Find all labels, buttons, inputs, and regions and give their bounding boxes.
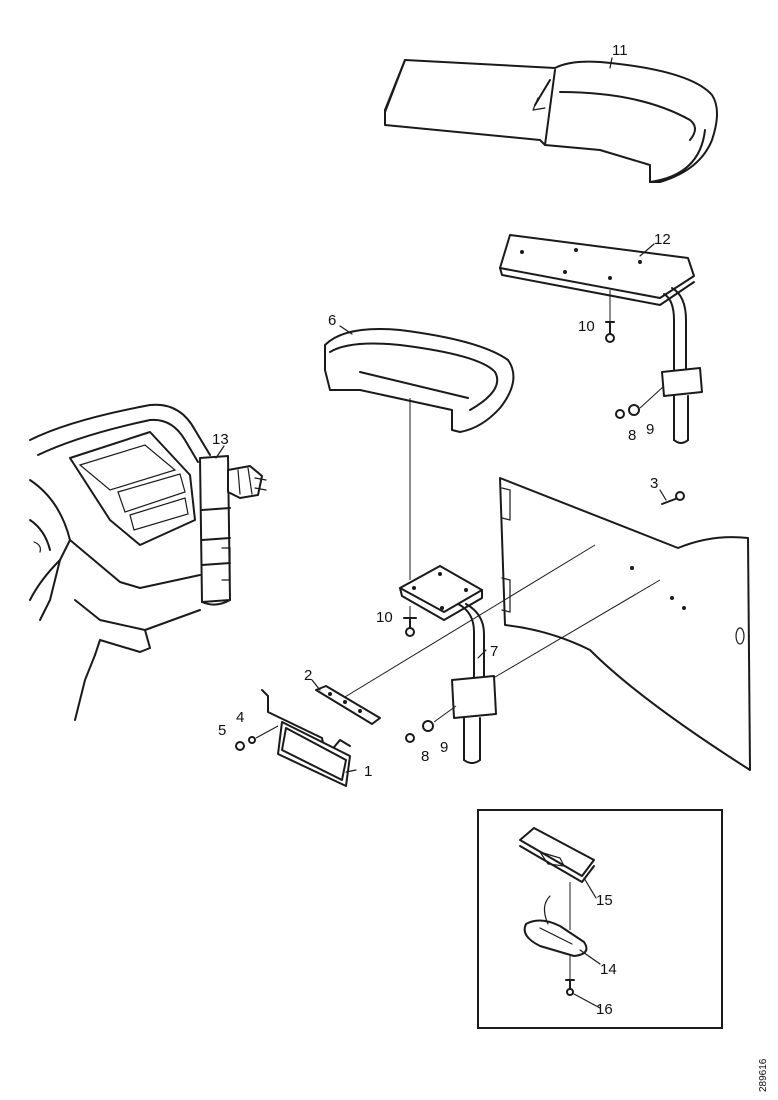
part-6-armrest bbox=[324, 328, 515, 580]
label-part-10-lower: 10 bbox=[376, 609, 393, 626]
label-part-12: 12 bbox=[654, 231, 671, 248]
part-13-console bbox=[29, 403, 211, 721]
label-part-1: 1 bbox=[364, 763, 372, 780]
label-part-10-upper: 10 bbox=[578, 318, 595, 335]
part-3-screw bbox=[661, 491, 685, 505]
part-2-strip bbox=[315, 685, 381, 725]
part-13-post bbox=[199, 455, 267, 606]
part-7-lower-bracket bbox=[399, 565, 497, 764]
label-part-8-upper: 8 bbox=[628, 427, 636, 444]
label-part-13: 13 bbox=[212, 431, 229, 448]
part-10-bolt-upper bbox=[605, 321, 615, 343]
part-8-9-upper-screw bbox=[615, 385, 665, 419]
label-part-5: 5 bbox=[218, 722, 226, 739]
label-part-16: 16 bbox=[596, 1001, 613, 1018]
part-12-upper-plate bbox=[499, 234, 703, 444]
side-panel bbox=[339, 477, 751, 771]
part-10-bolt-lower bbox=[403, 617, 417, 637]
part-8-9-lower-screw bbox=[405, 705, 457, 743]
detail-inset bbox=[477, 809, 723, 1029]
label-part-6: 6 bbox=[328, 312, 336, 329]
leader-lines bbox=[215, 57, 667, 1009]
label-part-7: 7 bbox=[490, 643, 498, 660]
part-11-upper-tray bbox=[384, 59, 718, 183]
label-part-15: 15 bbox=[596, 892, 613, 909]
label-part-3: 3 bbox=[650, 475, 658, 492]
label-part-9-upper: 9 bbox=[646, 421, 654, 438]
part-1-frame-bracket bbox=[261, 689, 351, 787]
label-part-2: 2 bbox=[304, 667, 312, 684]
label-part-4: 4 bbox=[236, 709, 244, 726]
label-part-9-lower: 9 bbox=[440, 739, 448, 756]
label-part-8-lower: 8 bbox=[421, 748, 429, 765]
label-part-11: 11 bbox=[612, 42, 628, 59]
reference-code: 289616 bbox=[758, 1058, 769, 1092]
part-4-5-screw bbox=[235, 725, 279, 751]
label-part-14: 14 bbox=[600, 961, 617, 978]
